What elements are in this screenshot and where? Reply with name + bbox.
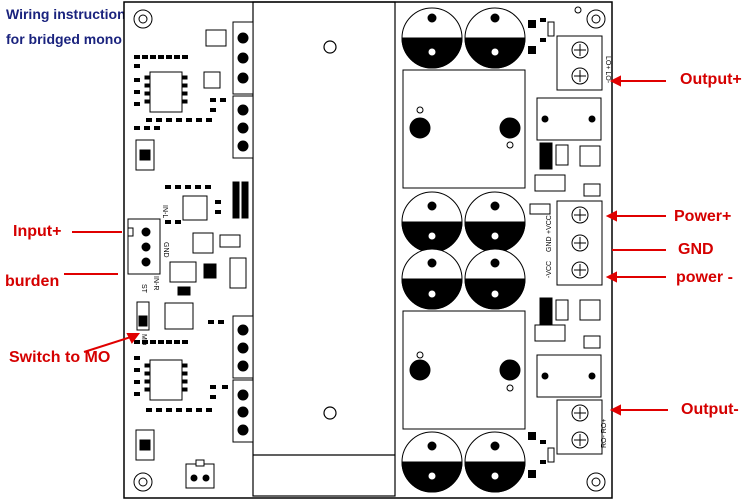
title-line-1: Wiring instructions: [6, 6, 134, 22]
inductors: [402, 69, 526, 430]
mode-switch: [136, 301, 150, 331]
label-burden: burden: [5, 273, 60, 290]
terminal-blocks: [556, 35, 603, 455]
capacitors: [401, 7, 526, 493]
smd-components: [134, 18, 555, 478]
left-connectors: [232, 21, 254, 443]
label-switch-to-mo: Switch to MO: [9, 349, 111, 366]
output-transistors: [529, 142, 601, 349]
silk-gnd: GND: [162, 242, 169, 258]
bottom-connector: [185, 459, 215, 489]
silk-in-l: IN-L: [161, 205, 168, 218]
silk-in-r: IN-R: [152, 276, 159, 290]
input-connector: [127, 218, 161, 275]
heatsink-outline: [252, 1, 396, 497]
silk-mo: MO: [140, 334, 147, 346]
silk-vcc-gnd: GND: [546, 236, 553, 252]
label-power-plus: Power+: [674, 208, 732, 225]
silk-vcc-minus: -VCC: [546, 261, 553, 278]
label-input-plus: Input+: [13, 223, 62, 240]
silk-lo: LO+ LO-: [604, 56, 611, 84]
silk-vcc-plus: +VCC: [546, 215, 553, 234]
label-output-plus: Output+: [680, 71, 742, 88]
label-power-minus: power -: [676, 269, 733, 286]
ics: [135, 29, 249, 461]
label-gnd: GND: [678, 241, 714, 258]
callout-lines: [64, 75, 668, 416]
silk-st: ST: [140, 284, 147, 294]
film-capacitors: [536, 97, 602, 398]
label-output-minus: Output-: [681, 401, 739, 418]
mounting-holes: [133, 6, 606, 492]
silk-ro: RO- RO+: [601, 419, 608, 448]
